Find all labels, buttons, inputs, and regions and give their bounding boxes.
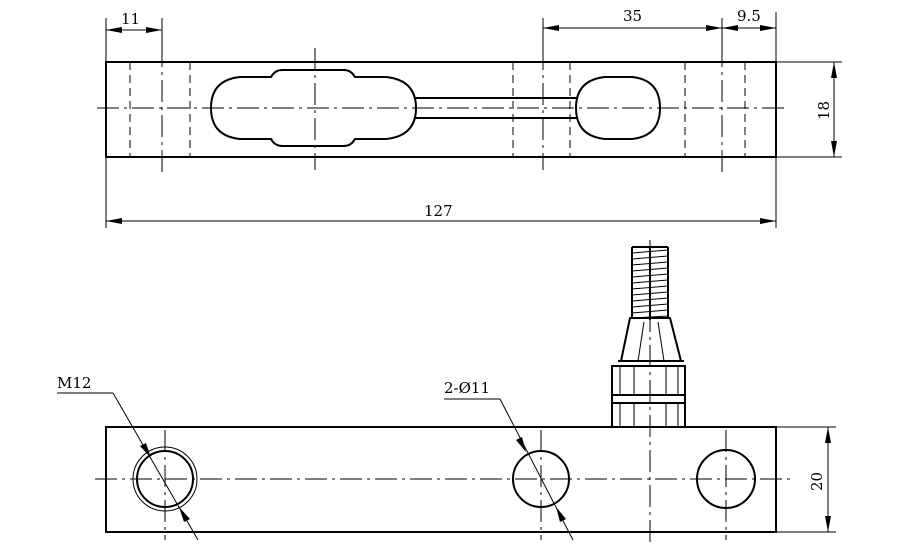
threaded-hole-m12 xyxy=(136,450,194,508)
top-view-center-lines xyxy=(97,45,788,172)
cable-spring xyxy=(631,246,669,320)
top-view-body xyxy=(105,61,777,158)
dim-height-top-label: 18 xyxy=(815,101,833,120)
dim-height-side-label: 20 xyxy=(808,472,826,491)
right-oval-hole xyxy=(574,76,662,140)
connector-nut xyxy=(611,365,686,428)
dim-height-top: 18 xyxy=(776,61,842,158)
slot-bridge xyxy=(414,97,578,119)
cable-gland xyxy=(618,317,684,367)
holes-label: 2-Ø11 xyxy=(444,379,490,397)
dim-left-offset: 11 xyxy=(105,10,163,62)
side-view: M12 2-Ø11 20 xyxy=(57,240,836,545)
dim-height-side: 20 xyxy=(776,426,836,533)
holes-leader: 2-Ø11 xyxy=(444,379,574,541)
top-view-hidden-lines xyxy=(129,62,746,157)
m12-leader: M12 xyxy=(57,374,199,541)
m12-label: M12 xyxy=(57,374,91,392)
through-hole-2 xyxy=(696,449,756,509)
top-view: 11 35 9.5 18 xyxy=(97,7,842,228)
dim-center-to-right-label: 35 xyxy=(623,7,642,25)
dim-left-offset-label: 11 xyxy=(121,10,140,28)
dim-right-offset: 9.5 xyxy=(722,7,777,62)
dim-center-to-right: 35 xyxy=(542,7,723,62)
left-slot xyxy=(209,69,418,147)
dim-total-length-label: 127 xyxy=(424,202,453,220)
dim-right-offset-label: 9.5 xyxy=(737,7,761,25)
through-hole-1 xyxy=(512,450,570,508)
dim-total-length: 127 xyxy=(105,157,777,228)
threaded-hole-outer-thread xyxy=(132,446,198,512)
